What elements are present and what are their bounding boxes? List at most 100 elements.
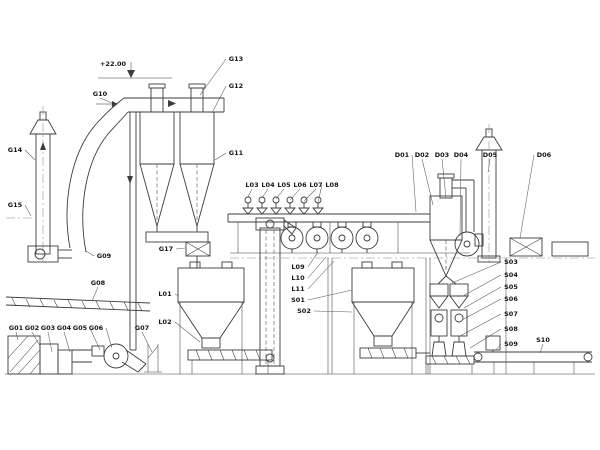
leader-l09: [307, 251, 319, 268]
label-l02: L02: [158, 318, 171, 326]
label-l09: L09: [291, 263, 305, 271]
leader-g04: [63, 331, 71, 353]
label-g03: G03: [41, 324, 55, 332]
leader-l06: [289, 188, 301, 201]
bucket-elevator: [255, 217, 297, 375]
leader-l07: [303, 188, 317, 202]
mill-units: [280, 221, 379, 253]
label-l10: L10: [291, 274, 305, 282]
furnace-assembly: [7, 335, 162, 375]
label-l04: L04: [261, 181, 275, 189]
leader-l10: [307, 256, 327, 279]
label-g02: G02: [25, 324, 39, 332]
label-l07: L07: [309, 181, 322, 189]
cyclone-pair: [139, 83, 215, 268]
leader-g05: [89, 327, 101, 351]
label-g17: G17: [159, 245, 173, 253]
bag-conveyor: [473, 335, 593, 374]
leader-g07: [141, 331, 153, 353]
leader-l03: [247, 188, 253, 198]
mezzanine-platform: [6, 217, 595, 374]
label-s01: S01: [291, 296, 305, 304]
leader-s02: [313, 310, 353, 313]
leader-g06: [105, 327, 113, 349]
label-l11: L11: [291, 285, 305, 293]
elevation-marker: [98, 62, 172, 79]
feeder-row: [242, 196, 324, 215]
leader-s06: [461, 298, 502, 321]
label-g01: G01: [9, 324, 24, 332]
leader-s10: [539, 343, 544, 354]
packing-machines: [425, 275, 475, 374]
leader-l05: [275, 188, 285, 200]
label-s10: S10: [536, 336, 550, 344]
silencer-boxes: [509, 237, 589, 257]
leader-d01: [411, 154, 417, 213]
left-exhaust-stack: [27, 106, 72, 263]
leader-g08: [91, 286, 99, 302]
label-l06: L06: [293, 181, 307, 189]
leader-g14: [24, 149, 36, 161]
leader-g01: [15, 331, 19, 341]
right-product-hopper: [351, 261, 430, 374]
label-g15: G15: [8, 201, 23, 209]
leader-g10: [99, 97, 113, 104]
label-d03: D03: [435, 151, 449, 159]
leader-s07: [459, 313, 502, 337]
leader-l11: [307, 260, 335, 290]
leader-s04: [462, 274, 502, 297]
leader-l04: [261, 188, 269, 199]
leader-g13: [199, 58, 227, 96]
label-s08: S08: [504, 325, 518, 333]
label-g07: G07: [135, 324, 149, 332]
leader-d04: [459, 158, 462, 237]
label-g06: G06: [89, 324, 104, 332]
label-s05: S05: [504, 283, 518, 291]
left-product-hopper: [177, 261, 273, 374]
label-elev: +22.00: [100, 60, 126, 68]
leader-d02: [421, 158, 434, 206]
label-d05: D05: [483, 151, 498, 159]
leader-s08: [469, 328, 502, 349]
label-l03: L03: [245, 181, 258, 189]
leader-d05: [487, 158, 491, 173]
leader-l02: [174, 321, 201, 343]
label-g13: G13: [229, 55, 243, 63]
feed-conveyor: [5, 296, 151, 312]
leader-g02: [31, 331, 41, 347]
label-g14: G14: [8, 146, 23, 154]
label-s04: S04: [504, 271, 518, 279]
label-l05: L05: [277, 181, 291, 189]
label-s07: S07: [504, 310, 518, 318]
label-d06: D06: [537, 151, 552, 159]
leader-d06: [519, 154, 535, 239]
right-exhaust-stack: [475, 124, 503, 263]
label-s09: S09: [504, 340, 518, 348]
leader-s05: [463, 286, 502, 309]
leader-g11: [214, 152, 227, 161]
label-g04: G04: [57, 324, 72, 332]
leader-l01: [174, 293, 180, 297]
label-g09: G09: [97, 252, 112, 260]
leader-g09: [85, 250, 95, 257]
label-g08: G08: [91, 279, 106, 287]
label-g12: G12: [229, 82, 243, 90]
label-l08: L08: [325, 181, 339, 189]
label-l01: L01: [158, 290, 172, 298]
leader-d03: [441, 158, 447, 199]
label-s02: S02: [297, 307, 311, 315]
label-g05: G05: [73, 324, 88, 332]
label-s03: S03: [504, 258, 518, 266]
label-d04: D04: [454, 151, 469, 159]
label-s06: S06: [504, 295, 518, 303]
leader-g15: [24, 204, 32, 217]
leader-s09: [495, 343, 502, 351]
label-d01: D01: [395, 151, 410, 159]
label-d02: D02: [415, 151, 429, 159]
leader-g12: [211, 85, 227, 114]
label-g11: G11: [229, 149, 244, 157]
leader-s03: [451, 261, 502, 284]
leader-g17: [175, 247, 186, 250]
